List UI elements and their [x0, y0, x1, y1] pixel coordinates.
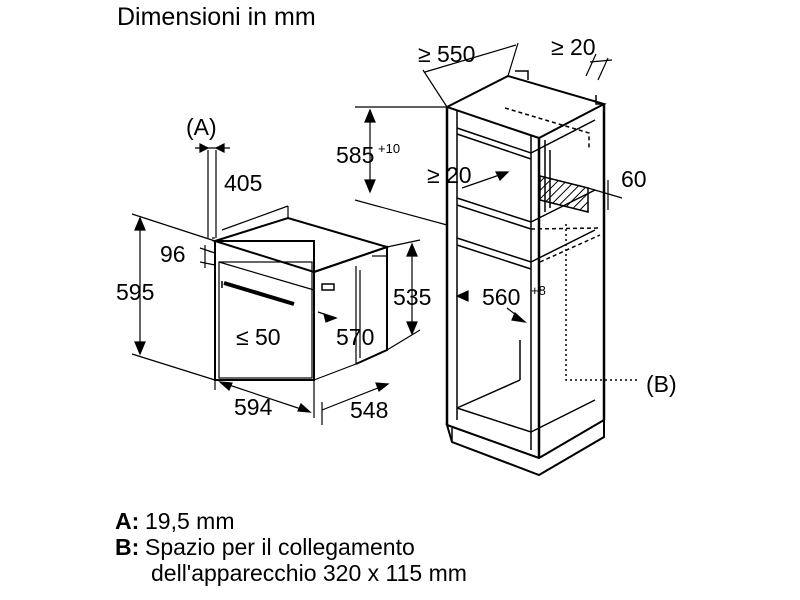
label-b-connection: (B) [646, 371, 677, 397]
legend-text-a: 19,5 mm [145, 508, 235, 534]
legend-text-b-continued: dell'apparecchio 320 x 115 mm [151, 560, 467, 586]
dim-oven-panel: 96 [160, 241, 186, 267]
tall-cabinet [444, 74, 607, 477]
page-title: Dimensioni in mm [117, 3, 316, 31]
legend-key-b: B: [115, 534, 140, 560]
legend: A: 19,5 mm B: Spazio per il collegamento… [115, 508, 467, 586]
dim-niche-height: 585 [336, 142, 374, 168]
dim-vent-depth: 60 [621, 166, 647, 192]
legend-row-b: B: Spazio per il collegamento [115, 534, 467, 560]
legend-row-a: A: 19,5 mm [115, 508, 467, 534]
dim-oven-body-height: 535 [393, 284, 431, 310]
cabinet-dimension-lines [354, 42, 623, 323]
dim-niche-width-tolerance: +8 [531, 283, 546, 298]
vent-opening [539, 175, 589, 213]
dim-niche-width: 560 [482, 284, 520, 310]
dim-oven-gap: ≤ 50 [236, 324, 281, 350]
dim-oven-height: 595 [116, 279, 154, 305]
dim-cabinet-depth: ≥ 550 [418, 41, 475, 67]
oven [211, 216, 391, 381]
cabinet-top-notch [515, 70, 529, 80]
dim-oven-width: 594 [234, 394, 273, 420]
dim-oven-width-top: 405 [224, 170, 262, 196]
dim-oven-front-height: 570 [336, 324, 374, 350]
label-a: (A) [186, 114, 217, 140]
connection-space-outline [565, 224, 640, 381]
dim-shelf-gap: ≥ 20 [427, 162, 472, 188]
dim-cabinet-back-gap: ≥ 20 [551, 34, 596, 60]
dim-oven-depth: 548 [350, 397, 388, 423]
legend-key-a: A: [115, 508, 140, 534]
oven-dimension-lines [131, 143, 421, 425]
legend-text-b: Spazio per il collegamento [145, 534, 415, 560]
dim-niche-height-tolerance: +10 [378, 141, 400, 156]
cabinet-back-notch [595, 95, 604, 105]
